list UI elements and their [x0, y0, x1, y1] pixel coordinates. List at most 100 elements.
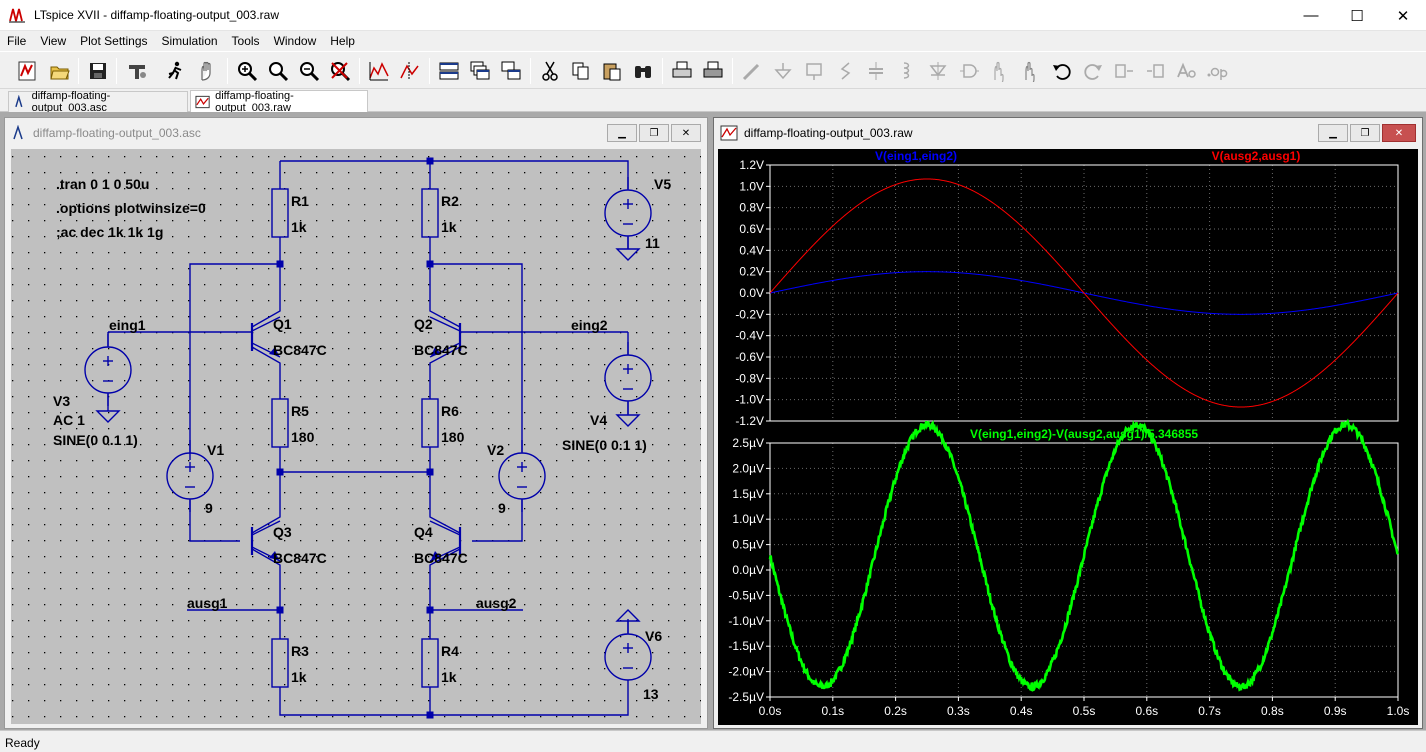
- minimize-button[interactable]: —: [1303, 7, 1319, 24]
- tile-vertical-icon[interactable]: [498, 58, 524, 84]
- resistor-r1[interactable]: [271, 188, 289, 238]
- x-tick-label: 0.1s: [821, 704, 844, 718]
- trace-v-ausg2-ausg1[interactable]: [769, 178, 1399, 408]
- source-v3[interactable]: [84, 334, 132, 406]
- schematic-restore-button[interactable]: ❐: [639, 124, 669, 142]
- plot-pane-bottom[interactable]: 2.5µV2.0µV1.5µV1.0µV0.5µV0.0µV-0.5µV-1.0…: [728, 418, 1400, 704]
- resistor-r4[interactable]: [421, 638, 439, 688]
- undo-icon[interactable]: [1049, 58, 1075, 84]
- waveform-minimize-button[interactable]: ▁: [1318, 124, 1348, 142]
- rotate-icon[interactable]: [1111, 58, 1137, 84]
- drag-icon[interactable]: [1018, 58, 1044, 84]
- wire-icon[interactable]: [739, 58, 765, 84]
- resistor-r3[interactable]: [271, 638, 289, 688]
- schematic-window-titlebar[interactable]: diffamp-floating-output_003.asc ▁ ❐ ✕: [5, 118, 707, 148]
- resistor-r2[interactable]: [421, 188, 439, 238]
- zoom-out-icon[interactable]: [296, 58, 322, 84]
- menu-simulation[interactable]: Simulation: [161, 34, 218, 48]
- zoom-cancel-icon[interactable]: [327, 58, 353, 84]
- menu-file[interactable]: File: [7, 34, 27, 48]
- transistor-q3[interactable]: [250, 520, 281, 562]
- zoom-fit-icon[interactable]: [265, 58, 291, 84]
- move-icon[interactable]: [987, 58, 1013, 84]
- halt-icon[interactable]: [194, 58, 220, 84]
- waveform-close-button[interactable]: ✕: [1382, 124, 1416, 142]
- cut-icon[interactable]: [537, 58, 563, 84]
- menu-plot-settings[interactable]: Plot Settings: [80, 34, 148, 48]
- paste-icon[interactable]: [599, 58, 625, 84]
- y-tick-label: 2.5µV: [732, 436, 764, 450]
- ground-icon[interactable]: [770, 58, 796, 84]
- schematic-drawing[interactable]: R11kR21kR5180R6180R31kR41kQ1BC847CQ2BC84…: [11, 149, 701, 724]
- junction-dot: [426, 468, 434, 476]
- cursor-icon[interactable]: [397, 58, 423, 84]
- cascade-icon[interactable]: [467, 58, 493, 84]
- copy-icon[interactable]: [568, 58, 594, 84]
- waveform-window-titlebar[interactable]: diffamp-floating-output_003.raw ▁ ❐ ✕: [714, 118, 1422, 148]
- menu-window[interactable]: Window: [273, 34, 317, 48]
- label-v3-value: AC 1: [53, 412, 85, 428]
- resistor-icon[interactable]: [832, 58, 858, 84]
- autorange-icon[interactable]: [366, 58, 392, 84]
- label-net-icon[interactable]: [801, 58, 827, 84]
- zoom-in-icon[interactable]: [234, 58, 260, 84]
- diode-icon[interactable]: [925, 58, 951, 84]
- label-q2-name: Q2: [414, 316, 433, 332]
- junction-dot: [276, 260, 284, 268]
- mirror-icon[interactable]: [1142, 58, 1168, 84]
- maximize-button[interactable]: ☐: [1350, 7, 1364, 25]
- transistor-q1[interactable]: [250, 316, 281, 358]
- menu-help[interactable]: Help: [330, 34, 355, 48]
- transistor-q2[interactable]: [429, 316, 462, 358]
- control-panel-icon[interactable]: [124, 58, 150, 84]
- y-tick-label: 0.0µV: [732, 563, 764, 577]
- source-v1[interactable]: [166, 440, 214, 512]
- schematic-labels: R11kR21kR5180R6180R31kR41kQ1BC847CQ2BC84…: [53, 176, 671, 702]
- menu-view[interactable]: View: [40, 34, 67, 48]
- find-icon[interactable]: [630, 58, 656, 84]
- label-q1-model: BC847C: [273, 342, 327, 358]
- waveform-restore-button[interactable]: ❐: [1350, 124, 1380, 142]
- capacitor-icon[interactable]: [863, 58, 889, 84]
- plot-background: [718, 149, 1418, 725]
- tab-waveform[interactable]: diffamp-floating-output_003.raw: [190, 90, 368, 114]
- waveform-plot[interactable]: 1.2V1.0V0.8V0.6V0.4V0.2V0.0V-0.2V-0.4V-0…: [718, 149, 1418, 725]
- source-v4[interactable]: [604, 342, 652, 414]
- y-tick-label: -1.0µV: [728, 614, 764, 628]
- redo-icon[interactable]: [1080, 58, 1106, 84]
- source-v2[interactable]: [498, 440, 546, 512]
- save-icon[interactable]: [85, 58, 111, 84]
- junction-dot: [426, 711, 434, 719]
- label-r3-value: 1k: [291, 669, 307, 685]
- y-tick-label: -0.6V: [735, 350, 764, 364]
- spice-directive-0: .tran 0 1 0 50u: [56, 176, 149, 192]
- resistor-r5[interactable]: [271, 398, 289, 448]
- source-v5[interactable]: [604, 177, 652, 249]
- schematic-minimize-button[interactable]: ▁: [607, 124, 637, 142]
- tile-horizontal-icon[interactable]: [436, 58, 462, 84]
- schematic-close-button[interactable]: ✕: [671, 124, 701, 142]
- plot-pane-top[interactable]: 1.2V1.0V0.8V0.6V0.4V0.2V0.0V-0.2V-0.4V-0…: [735, 149, 1399, 428]
- label-v4-name: V4: [590, 412, 607, 428]
- tab-schematic[interactable]: diffamp-floating-output_003.asc: [8, 90, 188, 114]
- run-icon[interactable]: [162, 58, 188, 84]
- label-v1-value: 9: [205, 500, 213, 516]
- close-button[interactable]: ✕: [1396, 7, 1410, 25]
- source-v6[interactable]: [604, 621, 652, 693]
- y-tick-label: -0.5µV: [728, 588, 764, 602]
- transistor-q4[interactable]: [429, 520, 462, 562]
- open-icon[interactable]: [47, 58, 73, 84]
- new-schematic-icon[interactable]: [14, 58, 40, 84]
- text-icon[interactable]: [1173, 58, 1199, 84]
- trace-residual-difference[interactable]: [768, 418, 1400, 692]
- menu-tools[interactable]: Tools: [231, 34, 260, 48]
- inductor-icon[interactable]: [894, 58, 920, 84]
- print-setup-icon[interactable]: [700, 58, 726, 84]
- component-icon[interactable]: [956, 58, 982, 84]
- net-label-ausg1: ausg1: [187, 595, 228, 611]
- resistor-r6[interactable]: [421, 398, 439, 448]
- print-icon[interactable]: [669, 58, 695, 84]
- spice-directive-icon[interactable]: [1204, 58, 1230, 84]
